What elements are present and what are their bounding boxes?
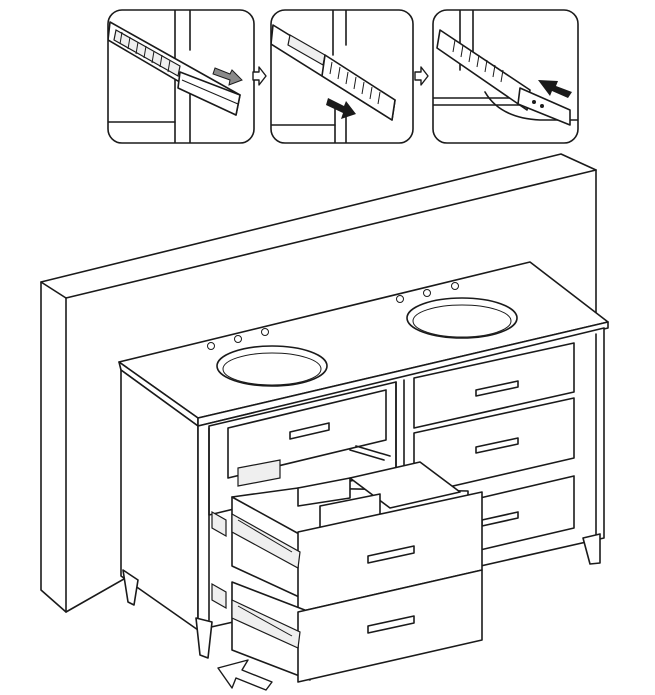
legs bbox=[122, 533, 601, 659]
right-sink-basin bbox=[406, 297, 518, 339]
left-cabinet-slides bbox=[211, 510, 227, 610]
faucet-holes bbox=[207, 282, 459, 350]
step-2-panel bbox=[270, 9, 414, 144]
drawer-handle-icon bbox=[367, 615, 415, 634]
lower-drawer-slide-rail bbox=[231, 599, 301, 649]
drawer-handle-icon bbox=[475, 380, 519, 397]
insert-direction-arrow-icon bbox=[217, 659, 273, 691]
left-sink-basin bbox=[216, 345, 328, 387]
step-2-frame bbox=[270, 9, 414, 144]
step-1-arrow-icon bbox=[212, 67, 243, 86]
step-3-arrow-icon bbox=[538, 80, 572, 98]
step-3-panel bbox=[432, 9, 579, 144]
inner-plumbing bbox=[237, 445, 391, 487]
drawer-slide-rail bbox=[436, 29, 571, 126]
top-center-drawer bbox=[227, 389, 387, 479]
drawer-handle-icon bbox=[367, 545, 415, 564]
step-2-arrow-icon bbox=[326, 98, 356, 119]
drawer-slide-rail bbox=[108, 21, 241, 116]
step-connector-1-icon bbox=[252, 66, 267, 86]
lower-drawer-front bbox=[297, 569, 483, 683]
step-3-frame bbox=[432, 9, 579, 144]
upper-drawer-slide-rail bbox=[231, 512, 301, 569]
upper-drawer-front bbox=[297, 491, 483, 613]
drawer-slide-rail bbox=[271, 24, 396, 121]
step-connector-2-icon bbox=[414, 66, 429, 86]
drawer-handle-icon bbox=[289, 422, 330, 440]
drawer-right-1 bbox=[413, 342, 575, 429]
drawer-handle-icon bbox=[475, 437, 519, 454]
step-1-panel bbox=[107, 9, 255, 144]
